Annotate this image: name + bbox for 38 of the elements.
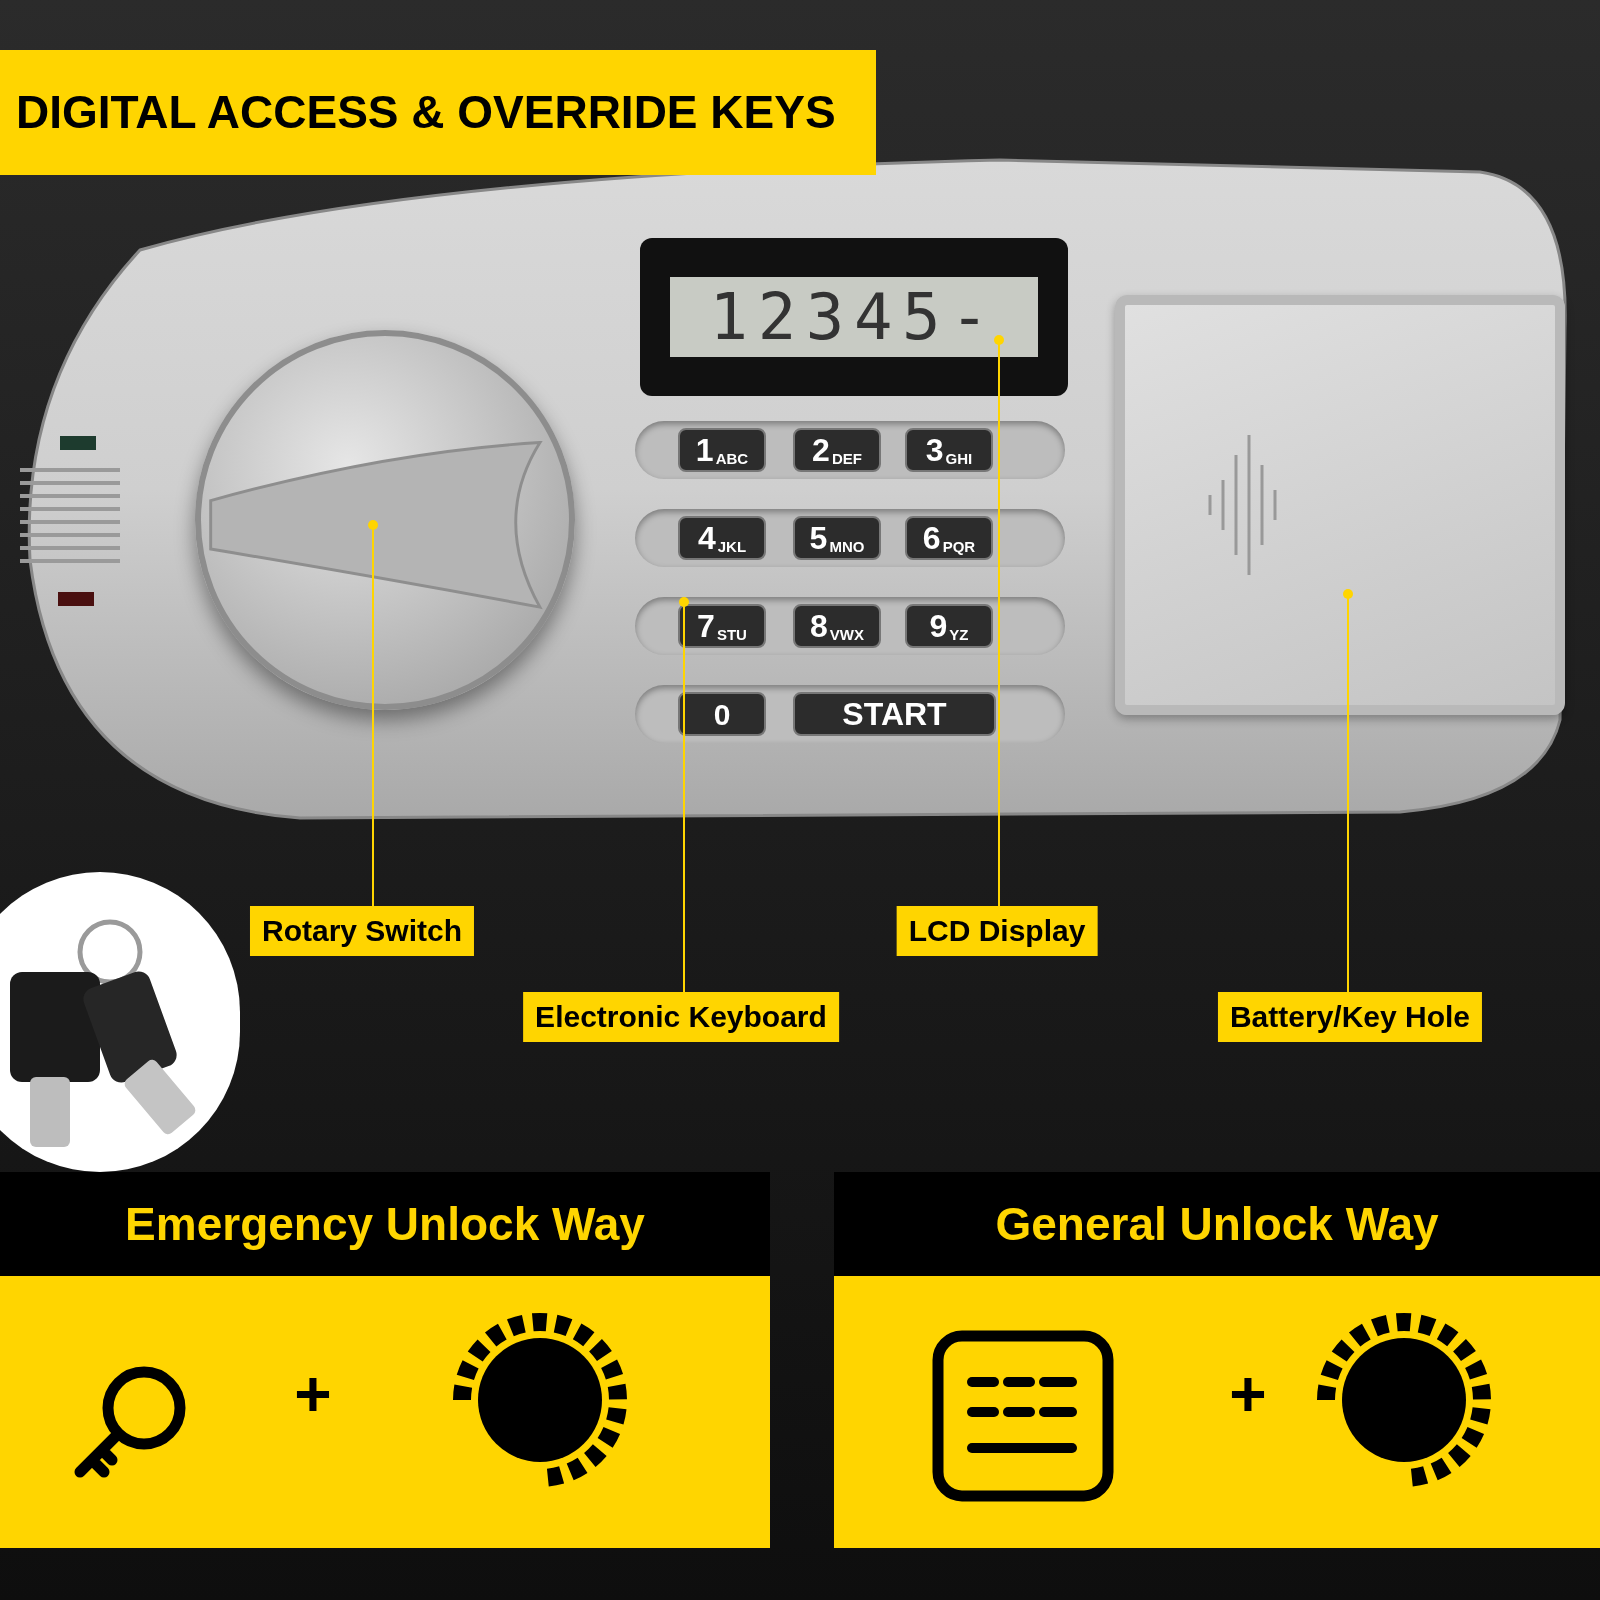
key-digit: 4: [697, 522, 716, 554]
key-letters: JKL: [717, 539, 747, 554]
key-digit: 5: [809, 522, 828, 554]
key-digit: 3: [925, 434, 944, 466]
lcd-readout: 12345-: [669, 277, 1039, 357]
key-digit: 2: [812, 434, 830, 466]
key-letters: STU: [716, 627, 747, 642]
key-letters: DEF: [831, 451, 862, 466]
key-digit: 6: [922, 522, 941, 554]
plus-sign: +: [294, 1362, 332, 1426]
plus-sign: +: [1229, 1362, 1267, 1426]
start-key: START: [793, 692, 996, 736]
key-digit: 7: [697, 610, 715, 642]
lcd-screen: [640, 238, 1068, 396]
leader-line: [1343, 589, 1353, 993]
callout-label: Rotary Switch: [250, 906, 474, 956]
title-banner: DIGITAL ACCESS & OVERRIDE KEYS: [0, 50, 876, 175]
key-letters: MNO: [829, 539, 865, 554]
key-letters: YZ: [949, 627, 969, 642]
unlock-method-panel: [0, 1172, 770, 1548]
leader-line: [994, 335, 1004, 907]
key-digit: 9: [929, 610, 948, 642]
key-letters: VWX: [829, 627, 864, 642]
leader-line: [368, 520, 378, 907]
key-letters: PQR: [942, 539, 976, 554]
battery-cover: [1115, 295, 1565, 715]
leader-line: [679, 597, 689, 993]
key-letters: GHI: [945, 451, 973, 466]
callout-label: Electronic Keyboard: [523, 992, 839, 1042]
key-digit: 8: [810, 610, 828, 642]
key-digit: 1: [695, 434, 714, 466]
keypad-key: 0: [678, 692, 766, 736]
panel-heading: General Unlock Way: [995, 1196, 1439, 1252]
callout-label: Battery/Key Hole: [1217, 992, 1483, 1042]
callout-label: LCD Display: [896, 906, 1098, 956]
unlock-method-panel: [834, 1172, 1600, 1548]
panel-heading: Emergency Unlock Way: [125, 1196, 645, 1252]
key-letters: ABC: [715, 451, 749, 466]
